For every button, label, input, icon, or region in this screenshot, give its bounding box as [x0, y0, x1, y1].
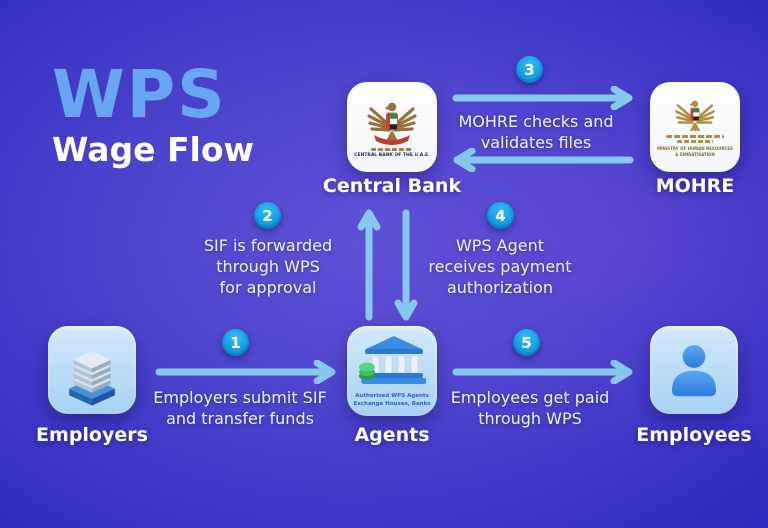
employers-node: [48, 326, 136, 414]
step-2-number: 2: [262, 206, 273, 225]
title-wage-flow: Wage Flow: [52, 130, 254, 169]
step-2-text: SIF is forwarded through WPS for approva…: [203, 236, 333, 297]
step-3-text: MOHRE checks and validates files: [458, 112, 614, 152]
agents-bank-icon: [359, 336, 426, 384]
step-4-number: 4: [495, 206, 506, 225]
mohre-logo-caption: MINISTRY OF HUMAN RESOURCES & EMIRATISAT…: [657, 145, 733, 157]
employers-label: Employers: [36, 424, 148, 446]
step-1-text: Employers submit SIF and transfer funds: [153, 388, 327, 428]
agents-caption: Authorised WPS Agents Exchange Houses, B…: [353, 393, 431, 408]
central-bank-logo-caption: CENTRAL BANK OF THE U.A.E.: [354, 152, 430, 158]
mohre-node: MINISTRY OF HUMAN RESOURCES & EMIRATISAT…: [650, 82, 740, 172]
step-4-text: WPS Agent receives payment authorization: [428, 236, 572, 297]
arrow-agents-to-employees: [452, 360, 633, 384]
infographic-title: WPS Wage Flow: [52, 62, 312, 168]
agents-node: Authorised WPS Agents Exchange Houses, B…: [347, 326, 437, 416]
central-bank-arabic-text: [371, 147, 413, 151]
step-5-number: 5: [521, 333, 532, 352]
agents-label: Agents: [354, 424, 430, 446]
arrow-mohre-to-central-bank: [453, 148, 634, 172]
employees-node: [650, 326, 738, 414]
step-1-badge: 1: [222, 329, 249, 356]
step-5-badge: 5: [513, 329, 540, 356]
step-5-text: Employees get paid through WPS: [450, 388, 610, 428]
mohre-arabic-text-line1: [666, 134, 724, 138]
step-3-badge: 3: [516, 56, 543, 83]
arrow-agents-to-central-bank: [357, 209, 381, 321]
employers-building-icon: [69, 351, 115, 406]
mohre-falcon-icon: [675, 100, 715, 131]
arrow-central-bank-to-agents: [394, 209, 418, 321]
central-bank-falcon-icon: [367, 102, 417, 145]
central-bank-node: CENTRAL BANK OF THE U.A.E.: [347, 82, 437, 172]
mohre-arabic-text-line2: [677, 139, 713, 143]
employees-person-icon: [671, 345, 717, 397]
step-2-badge: 2: [254, 202, 281, 229]
step-3-number: 3: [524, 60, 535, 79]
central-bank-label: Central Bank: [322, 175, 462, 197]
employees-label: Employees: [636, 424, 752, 446]
mohre-label: MOHRE: [655, 175, 735, 197]
step-4-badge: 4: [487, 202, 514, 229]
arrow-employers-to-agents: [155, 360, 336, 384]
step-1-number: 1: [230, 333, 241, 352]
arrow-central-bank-to-mohre: [452, 86, 633, 110]
title-wps: WPS: [52, 56, 227, 133]
